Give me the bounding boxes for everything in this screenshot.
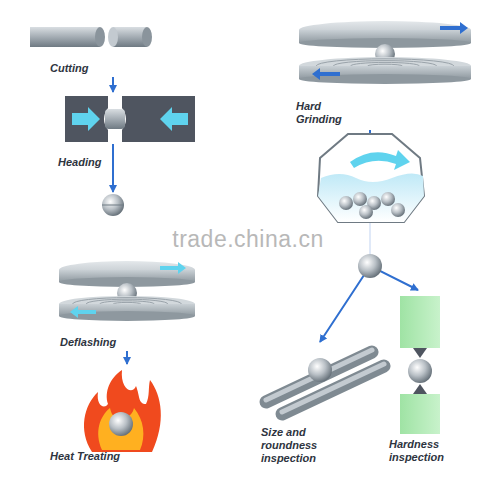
- step-label: Deflashing: [60, 336, 116, 349]
- anvil-block: [400, 296, 440, 348]
- rotation-arrow: [312, 68, 340, 80]
- process-step: Size and roundness inspection: [255, 342, 383, 467]
- flash-ring: [102, 205, 124, 206]
- process-step: Cutting: [25, 22, 155, 77]
- flame-outer: [84, 370, 161, 452]
- step-label: Cutting: [50, 62, 88, 75]
- slug: [105, 109, 125, 129]
- ball: [308, 358, 332, 382]
- gauge-rod-shine: [282, 364, 384, 412]
- anvil-block: [400, 394, 440, 434]
- process-step: Heat Treating: [48, 364, 178, 466]
- flow-arrow: [112, 77, 114, 92]
- flow-arrow: [112, 144, 114, 192]
- watermark: trade.china.cn: [172, 226, 323, 253]
- process-step: Heading: [56, 92, 198, 171]
- flow-arrow: [126, 351, 128, 364]
- finished-ball: [358, 254, 382, 278]
- tumbler-drum: [318, 134, 424, 222]
- rotation-arrow: [70, 306, 96, 318]
- step-label: Heading: [58, 156, 101, 169]
- ball: [109, 412, 133, 436]
- indenter: [413, 348, 427, 358]
- rotation-arrow: [160, 262, 186, 274]
- ball: [353, 192, 367, 206]
- grinding-plates: [299, 21, 471, 84]
- watermark-band: [0, 222, 497, 256]
- cutting-rods: [30, 27, 152, 47]
- process-step: Deflashing: [55, 258, 200, 351]
- press-arrow: [160, 107, 188, 131]
- step-label: Size and roundness inspection: [261, 426, 341, 465]
- flame: [84, 370, 161, 452]
- die-half: [122, 96, 195, 142]
- ball: [391, 203, 405, 217]
- tumbler: [318, 134, 424, 222]
- rod-slug: [113, 27, 147, 47]
- step-label: Hardness inspection: [389, 438, 471, 464]
- ball: [408, 359, 432, 383]
- rotation-arrow: [350, 150, 410, 170]
- die-half: [65, 96, 108, 142]
- rod-end: [95, 27, 105, 47]
- ball: [381, 192, 395, 206]
- process-step: Hard Grinding: [290, 18, 480, 130]
- ball: [359, 205, 373, 219]
- process-step: Hardness inspection: [385, 290, 480, 466]
- water: [318, 173, 424, 222]
- hardness-tester: [400, 296, 440, 434]
- steel-rod: [30, 27, 100, 47]
- deflashing-plates: [59, 261, 195, 321]
- ball: [339, 196, 353, 210]
- headed-ball: [102, 194, 124, 216]
- step-label: Heat Treating: [50, 450, 120, 463]
- rod-end: [142, 27, 152, 47]
- step-label: Hard Grinding: [296, 100, 354, 126]
- inspection-rods: [266, 350, 384, 414]
- press-arrow: [72, 107, 100, 131]
- flame-inner: [98, 408, 143, 450]
- indenter: [413, 384, 427, 394]
- rotation-arrow: [440, 22, 468, 34]
- rod-end: [108, 27, 118, 47]
